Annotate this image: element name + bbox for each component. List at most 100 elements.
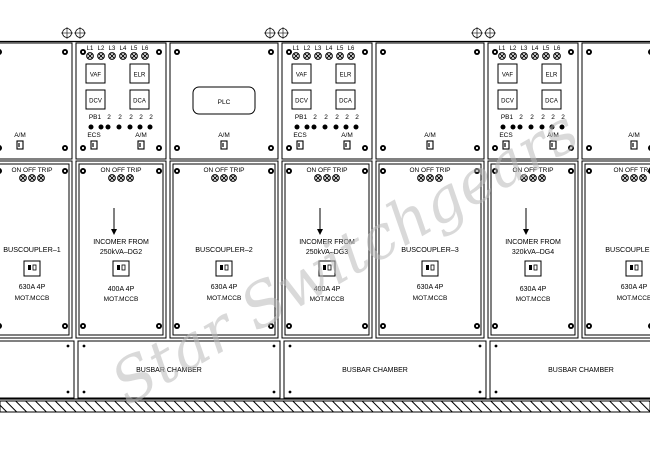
lower-door	[378, 163, 482, 336]
phase-label-l1: L1	[293, 46, 300, 52]
fixing-screw-center	[381, 324, 385, 328]
indicator-lamp-cross	[87, 53, 93, 59]
fixing-screw-center	[363, 146, 367, 150]
hinge-dot	[494, 344, 498, 348]
fixing-screw-center	[381, 169, 385, 173]
breaker-type: MOT.MCCB	[413, 295, 448, 302]
fixing-screw-center	[81, 324, 85, 328]
push-button	[539, 124, 545, 130]
pb1-label: PB1	[295, 114, 308, 121]
upper-compartment	[487, 42, 579, 160]
pushbutton-number: 2	[530, 114, 534, 121]
phase-label-l2: L2	[510, 46, 517, 52]
upper-compartment	[281, 42, 373, 160]
fixing-screw-center	[269, 169, 273, 173]
indicator-lamp-cross	[521, 53, 527, 59]
mccb-toggle	[224, 264, 229, 271]
indicator-lamp-cross	[510, 53, 516, 59]
fixing-screw-center	[81, 169, 85, 173]
fixing-screw-center	[175, 169, 179, 173]
push-button	[500, 124, 506, 130]
phase-label-l3: L3	[109, 46, 116, 52]
fixing-screw-center	[569, 50, 573, 54]
mccb-toggle	[634, 264, 639, 271]
incoming-arrow-head	[523, 229, 529, 235]
elr-meter	[129, 63, 150, 84]
phase-label-l4: L4	[120, 46, 127, 52]
auto-manual-selector	[630, 140, 638, 150]
fixing-screw-center	[81, 146, 85, 150]
dca-meter	[541, 89, 562, 110]
pushbutton-number: 2	[129, 114, 133, 121]
incomer-source: 250kVA–DG3	[306, 249, 348, 256]
fixing-screw-center	[381, 50, 385, 54]
auto-manual-selector	[426, 140, 434, 150]
pushbutton-number: 2	[561, 114, 565, 121]
hinge-dot	[272, 390, 276, 394]
am-label: A/M	[218, 132, 230, 139]
dcv-meter	[85, 89, 106, 110]
fixing-screw-center	[493, 169, 497, 173]
indicator-lamp-cross	[530, 175, 536, 181]
indicator-lamp-cross	[98, 53, 104, 59]
fixing-screw-center	[363, 324, 367, 328]
phase-label-l4: L4	[326, 46, 333, 52]
indicator-lamp-cross	[418, 175, 424, 181]
dcv-meter	[291, 89, 312, 110]
hinge-dot	[66, 344, 70, 348]
pushbutton-number: 2	[551, 114, 555, 121]
push-button	[549, 124, 555, 130]
fixing-screw-center	[287, 169, 291, 173]
fixing-screw-center	[287, 50, 291, 54]
elr-meter	[541, 63, 562, 84]
dca-meter	[129, 89, 150, 110]
phase-label-l3: L3	[315, 46, 322, 52]
dca-meter-label: DCA	[339, 99, 352, 105]
phase-label-l4: L4	[532, 46, 539, 52]
panel-name-buscoupler_1: BUSCOUPLER–1	[3, 245, 61, 254]
indicator-lamp-cross	[348, 53, 354, 59]
incomer-label: INCOMER FROM	[93, 239, 149, 246]
fixing-screw-center	[287, 146, 291, 150]
fixing-screw-center	[175, 324, 179, 328]
fixing-screw-center	[269, 50, 273, 54]
indicator-lamp-cross	[315, 175, 321, 181]
phase-label-l5: L5	[337, 46, 344, 52]
indicator-lamp-cross	[543, 53, 549, 59]
fixing-screw-center	[587, 324, 591, 328]
fixing-screw-center	[493, 324, 497, 328]
pushbutton-number: 2	[139, 114, 143, 121]
am-label: A/M	[135, 132, 147, 139]
pushbutton-number: 2	[345, 114, 349, 121]
auto-manual-selector	[137, 140, 145, 150]
ecs-switch	[296, 140, 304, 150]
ecs-switch	[90, 140, 98, 150]
fixing-screw-center	[157, 50, 161, 54]
lower-door	[490, 163, 576, 336]
pushbutton-number: 2	[118, 114, 122, 121]
fixing-screw-center	[157, 324, 161, 328]
breaker-rating: 630A 4P	[520, 286, 547, 293]
fixing-screw-center	[175, 146, 179, 150]
fixing-screw-center	[475, 50, 479, 54]
push-button	[343, 124, 349, 130]
ecs-label: ECS	[293, 132, 307, 139]
busbar-chamber-label: BUSBAR CHAMBER	[342, 367, 408, 374]
fixing-screw-center	[493, 146, 497, 150]
mccb-toggle	[533, 264, 538, 271]
vaf-meter-label: VAF	[296, 73, 308, 79]
upper-compartment	[375, 42, 485, 160]
hinge-dot	[494, 390, 498, 394]
plc-box	[192, 86, 256, 115]
auto-manual-selector	[16, 140, 24, 150]
indicator-lamp-cross	[622, 175, 628, 181]
panel-name-buscoupler_2: BUSCOUPLER–2	[195, 245, 253, 254]
dcv-meter-label: DCV	[89, 99, 102, 105]
push-button	[147, 124, 153, 130]
dca-meter-label: DCA	[133, 99, 146, 105]
fixing-screw-center	[587, 50, 591, 54]
mccb-toggle	[121, 264, 126, 271]
push-button	[127, 124, 133, 130]
fixing-screw-center	[569, 169, 573, 173]
